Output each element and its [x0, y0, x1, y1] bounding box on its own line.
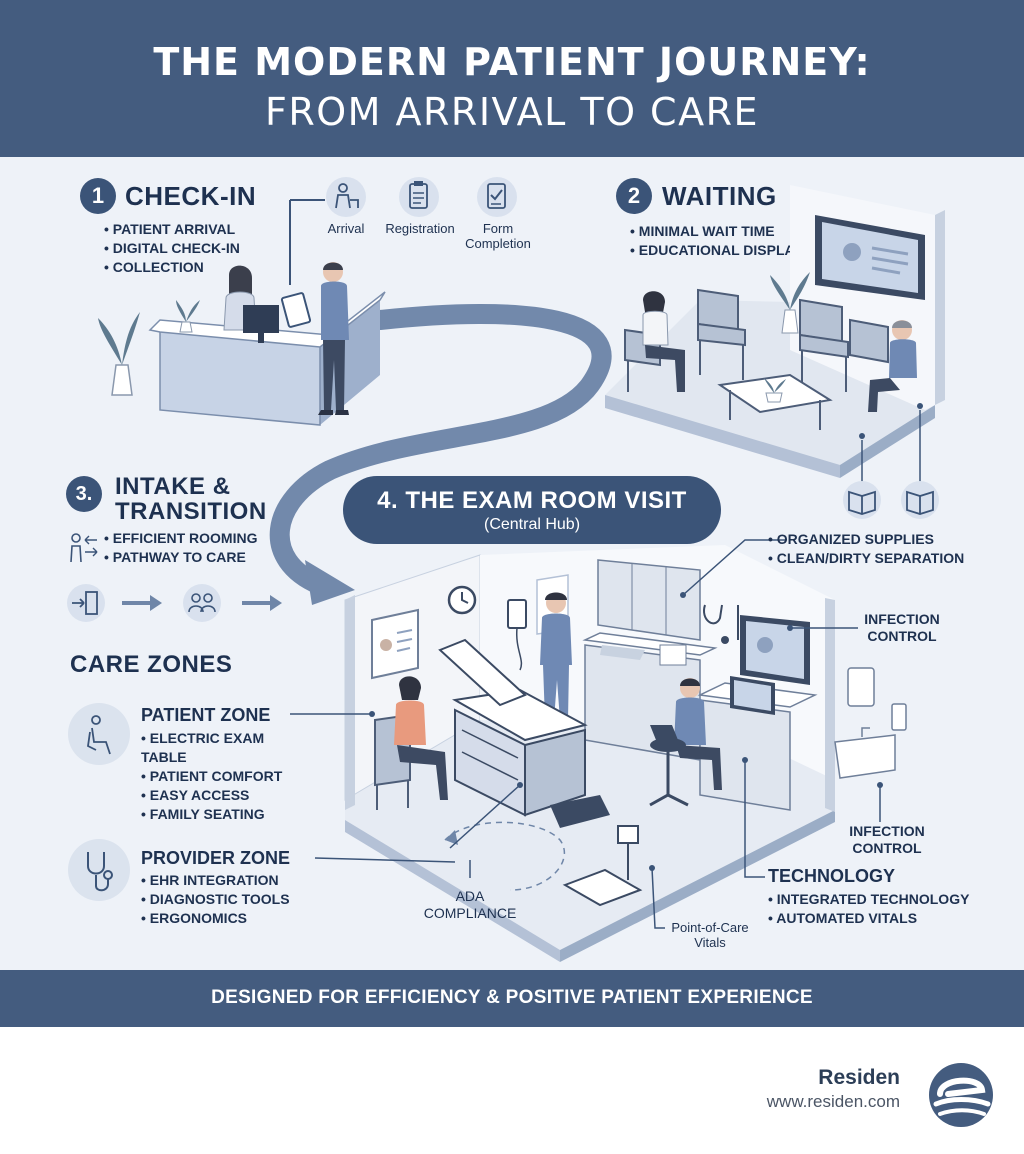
- title-line-1: THE MODERN PATIENT JOURNEY:: [153, 40, 871, 84]
- brand-url[interactable]: www.residen.com: [766, 1092, 900, 1111]
- brand-logo-icon: [929, 1063, 993, 1127]
- intake-bullet: EFFICIENT ROOMING: [104, 529, 258, 548]
- checkin-title: CHECK-IN: [125, 181, 257, 211]
- intake-title-line-2: TRANSITION: [115, 498, 267, 525]
- ada-compliance-label: ADA COMPLIANCE: [423, 888, 517, 921]
- care-zones-title: CARE ZONES: [70, 651, 233, 678]
- icon-label-registration: Registration: [385, 221, 455, 236]
- provider-zone-bullet: DIAGNOSTIC TOOLS: [141, 890, 290, 909]
- technology-bullet: INTEGRATED TECHNOLOGY: [768, 890, 970, 909]
- arrow-right-icon: [122, 595, 162, 611]
- checkin-bullet: PATIENT ARRIVAL: [104, 220, 240, 239]
- provider-zone-bullet: ERGONOMICS: [141, 909, 290, 928]
- intake-icons: [67, 533, 282, 622]
- provider-zone-bullets: EHR INTEGRATION DIAGNOSTIC TOOLS ERGONOM…: [141, 871, 290, 928]
- patient-zone-title: PATIENT ZONE: [141, 705, 271, 725]
- waiting-step-number: 2: [616, 178, 652, 214]
- checkin-bullets: PATIENT ARRIVAL DIGITAL CHECK-IN COLLECT…: [104, 220, 240, 277]
- reception-desk-illustration: [98, 262, 386, 426]
- patient-zone-bullet: ELECTRIC EXAM TABLE: [141, 729, 282, 767]
- technology-bullets: INTEGRATED TECHNOLOGY AUTOMATED VITALS: [768, 890, 969, 928]
- clipboard-icon: [399, 177, 439, 217]
- provider-zone-title: PROVIDER ZONE: [141, 848, 291, 868]
- waiting-bullets: MINIMAL WAIT TIME EDUCATIONAL DISPLAYS: [630, 222, 812, 260]
- checkin-step-number: 1: [80, 178, 116, 214]
- person-arrival-icon: [326, 177, 366, 217]
- supplies-callout: ORGANIZED SUPPLIES CLEAN/DIRTY SEPARATIO…: [768, 530, 964, 568]
- waiting-bullet: EDUCATIONAL DISPLAYS: [630, 241, 812, 260]
- technology-title: TECHNOLOGY: [768, 866, 896, 886]
- intake-title-line-1: INTAKE &: [115, 473, 231, 500]
- waiting-room-illustration: [605, 185, 945, 519]
- footer-band: [0, 970, 1024, 1027]
- icon-label-form-completion: Form Completion: [465, 221, 531, 251]
- technology-bullet: AUTOMATED VITALS: [768, 909, 969, 928]
- exam-room-illustration: [290, 539, 907, 962]
- infection-control-top: INFECTION CONTROL: [864, 611, 940, 644]
- patient-zone-bullet: EASY ACCESS: [141, 786, 282, 805]
- intake-bullets: EFFICIENT ROOMING PATHWAY TO CARE: [104, 529, 258, 567]
- patient-zone-bullet: PATIENT COMFORT: [141, 767, 282, 786]
- brand-name: Residen: [818, 1066, 900, 1089]
- infection-control-bottom: INFECTION CONTROL: [849, 823, 925, 856]
- form-check-icon: [477, 177, 517, 217]
- arrow-right-icon: [242, 595, 282, 611]
- patient-zone-bullets: ELECTRIC EXAM TABLE PATIENT COMFORT EASY…: [141, 729, 282, 824]
- patient-zone-bullet: FAMILY SEATING: [141, 805, 282, 824]
- book-icon: [843, 481, 881, 519]
- book-icon: [901, 481, 939, 519]
- point-of-care-vitals-label: Point-of-Care Vitals: [671, 920, 749, 950]
- intake-bullet: PATHWAY TO CARE: [104, 548, 257, 567]
- header-banner: [0, 0, 1024, 157]
- waiting-title: WAITING: [662, 181, 777, 211]
- provider-zone-bullet: EHR INTEGRATION: [141, 871, 290, 890]
- waiting-bullet: MINIMAL WAIT TIME: [630, 222, 812, 241]
- checkin-bullet: DIGITAL CHECK-IN: [104, 239, 240, 258]
- exam-room-pill: 4. THE EXAM ROOM VISIT (Central Hub): [343, 476, 721, 544]
- exam-subtitle: (Central Hub): [483, 516, 581, 533]
- seated-person-icon: [68, 703, 130, 765]
- stethoscope-icon: [68, 839, 130, 901]
- door-entry-icon: [67, 584, 105, 622]
- supplies-bullet: CLEAN/DIRTY SEPARATION: [768, 549, 964, 568]
- people-group-icon: [183, 584, 221, 622]
- care-zone-icons: [68, 703, 130, 901]
- footer-tagline: DESIGNED FOR EFFICIENCY & POSITIVE PATIE…: [211, 987, 813, 1008]
- person-transfer-icon: [70, 533, 98, 563]
- exam-title: 4. THE EXAM ROOM VISIT: [377, 487, 687, 514]
- supplies-bullet: ORGANIZED SUPPLIES: [768, 530, 964, 549]
- title-line-2: FROM ARRIVAL TO CARE: [265, 90, 759, 134]
- checkin-icons: [289, 177, 517, 285]
- checkin-bullet: COLLECTION: [104, 258, 240, 277]
- intake-step-number: 3.: [66, 476, 102, 512]
- icon-label-arrival: Arrival: [327, 221, 365, 236]
